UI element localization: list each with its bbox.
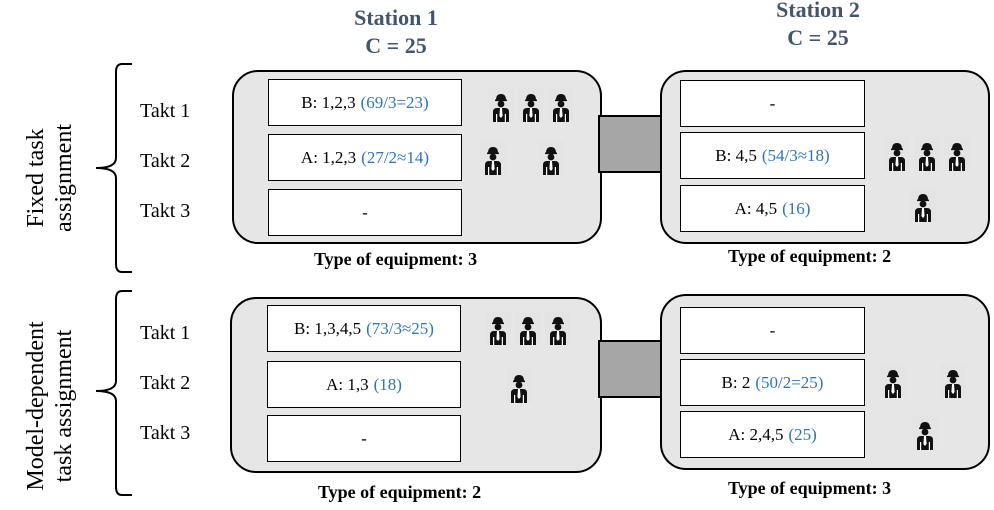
cell-tasks: A: 4,5 [734,198,778,218]
model-dependent-label-line1: Model-dependent [23,321,49,491]
cell-calc: (16) [782,198,811,218]
s0-st2-takt2-cell: B: 4,5(54/3≈18) [680,132,865,179]
s0-st1-equipment: Type of equipment: 3 [314,249,478,269]
s0-st2-takt3-cell: A: 4,5(16) [680,185,865,232]
station-2-header: Station 2 C = 25 [718,0,918,52]
worker-icon [548,88,574,122]
s0-conveyor [598,115,664,173]
cell-calc: (25) [788,424,817,444]
cell-tasks: B: 1,2,3 [301,92,356,112]
s0-st1-takt1-workers [488,88,574,122]
station-2-capacity: C = 25 [787,25,849,50]
cell-tasks: - [361,428,367,448]
s0-st2-takt3-workers [910,188,936,222]
s0-st1-takt2-cell: A: 1,2,3(27/2≈14) [268,134,462,181]
worker-icon [485,311,511,345]
fixed-task-label-line2: assignment [51,124,77,232]
fixed-task-label: Fixed task assignment [22,98,78,258]
station-1-name: Station 1 [354,5,438,30]
s1-st1-takt3-cell: - [267,415,461,462]
s1-st1-takt1-cell: B: 1,3,4,5(73/3≈25) [267,305,461,352]
cell-calc: (27/2≈14) [361,147,430,167]
s1-takt-1-label: Takt 1 [140,322,191,344]
worker-icon [910,188,936,222]
cell-calc: (54/3≈18) [761,145,830,165]
worker-icon [880,364,906,398]
s0-st2-equipment: Type of equipment: 2 [728,246,892,266]
s1-st1-takt2-workers [506,369,532,403]
worker-icon [940,364,966,398]
station-1-header: Station 1 C = 25 [296,4,496,60]
cell-tasks: A: 2,4,5 [728,424,784,444]
worker-icon [884,137,910,171]
model-dependent-label-line2: task assignment [51,329,77,483]
s1-st1-equipment: Type of equipment: 2 [318,482,482,502]
model-dependent-label: Model-dependent task assignment [22,302,78,510]
worker-icon [914,137,940,171]
s1-takt-2-label: Takt 2 [140,372,191,394]
worker-icon [518,88,544,122]
s0-st2-takt2-workers [884,137,970,171]
cell-calc: (18) [373,374,402,394]
cell-tasks: B: 4,5 [715,145,757,165]
s0-st2-takt1-cell: - [680,80,865,127]
cell-calc: (69/3=23) [360,92,429,112]
s1-st1-takt2-cell: A: 1,3(18) [267,361,461,408]
cell-calc: (50/2=25) [755,372,824,392]
s1-takt-3-label: Takt 3 [140,422,191,444]
s1-st2-takt3-cell: A: 2,4,5(25) [680,411,865,458]
worker-icon [506,369,532,403]
cell-tasks: B: 2 [721,372,751,392]
s1-st2-takt3-workers [912,416,938,450]
cell-tasks: - [769,93,776,113]
cell-tasks: - [769,320,776,340]
s0-takt-2-label: Takt 2 [140,150,191,172]
s0-takt-3-label: Takt 3 [140,200,191,222]
cell-tasks: A: 1,2,3 [300,147,357,167]
worker-icon [944,137,970,171]
cell-tasks: B: 1,3,4,5 [294,318,362,338]
s1-st2-takt2-workers [880,364,966,398]
worker-icon [538,141,564,175]
s0-takt-1-label: Takt 1 [140,100,191,122]
s0-st1-takt2-workers [480,141,564,175]
worker-icon [480,141,506,175]
worker-icon [515,311,541,345]
worker-icon [488,88,514,122]
cell-calc: (73/3≈25) [366,318,434,338]
cell-tasks: A: 1,3 [326,374,369,394]
cell-tasks: - [362,202,368,222]
station-2-name: Station 2 [776,0,860,22]
fixed-task-brace [95,63,132,273]
fixed-task-label-line1: Fixed task [23,128,49,228]
s1-conveyor [598,340,664,398]
model-dependent-brace [95,290,132,496]
s1-st1-takt1-workers [485,311,571,345]
worker-icon [545,311,571,345]
s0-st1-takt3-cell: - [268,189,462,236]
s1-st2-takt1-cell: - [680,307,865,354]
station-1-capacity: C = 25 [365,33,427,58]
worker-icon [912,416,938,450]
s1-st2-equipment: Type of equipment: 3 [728,478,892,498]
s1-st2-takt2-cell: B: 2(50/2=25) [680,359,865,406]
s0-st1-takt1-cell: B: 1,2,3(69/3=23) [268,79,462,126]
